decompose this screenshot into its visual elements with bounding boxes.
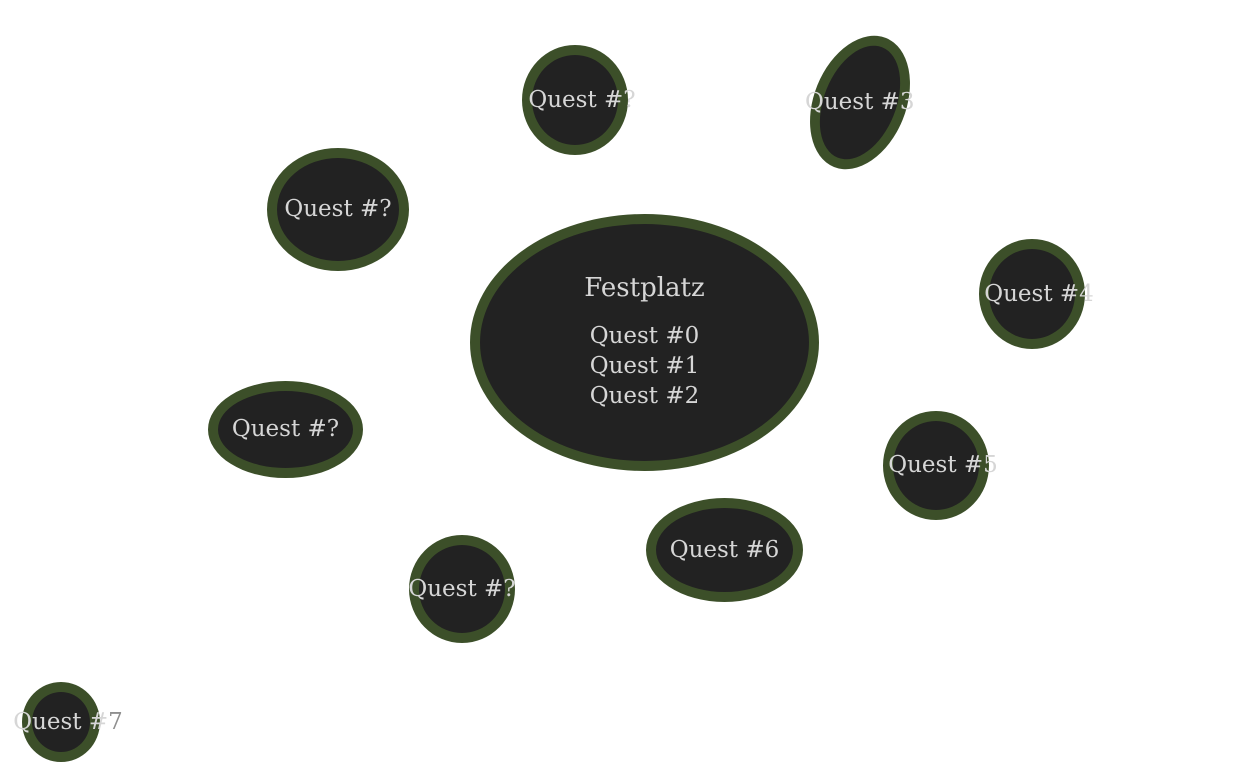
quest-label: Quest #6 bbox=[669, 536, 780, 563]
quest-7-prefix: Quest # bbox=[13, 708, 109, 735]
hub-title: Festplatz bbox=[584, 272, 705, 303]
quest-node-4[interactable]: Quest #4 bbox=[979, 239, 1094, 349]
quest-label: Quest #? bbox=[528, 86, 636, 113]
quest-node-unknown-top[interactable]: Quest #? bbox=[522, 45, 636, 155]
hub-quest-0[interactable]: Quest #0 bbox=[589, 322, 700, 349]
quest-label: Quest #? bbox=[284, 196, 392, 222]
hub-quest-1[interactable]: Quest #1 bbox=[589, 352, 700, 379]
quest-node-7[interactable]: Quest #7 bbox=[13, 682, 123, 762]
festplatz-hub[interactable]: Festplatz Quest #0 Quest #1 Quest #2 bbox=[470, 214, 819, 471]
quest-node-3[interactable]: Quest #3 bbox=[791, 20, 929, 185]
quest-label: Quest #3 bbox=[805, 89, 915, 116]
quest-node-unknown-left-upper[interactable]: Quest #? bbox=[267, 148, 409, 271]
quest-node-5[interactable]: Quest #5 bbox=[883, 411, 998, 520]
quest-label: Quest #5 bbox=[888, 452, 998, 478]
quest-node-unknown-bottom[interactable]: Quest #? bbox=[408, 535, 516, 643]
quest-label: Quest #? bbox=[408, 575, 516, 602]
quest-label: Quest #4 bbox=[984, 280, 1094, 307]
quest-node-unknown-left-lower[interactable]: Quest #? bbox=[208, 381, 363, 478]
quest-label: Quest #7 bbox=[13, 708, 123, 735]
hub-quest-2[interactable]: Quest #2 bbox=[589, 382, 700, 409]
quest-7-number: 7 bbox=[108, 708, 123, 735]
quest-label: Quest #? bbox=[231, 416, 340, 442]
quest-node-6[interactable]: Quest #6 bbox=[646, 498, 803, 602]
